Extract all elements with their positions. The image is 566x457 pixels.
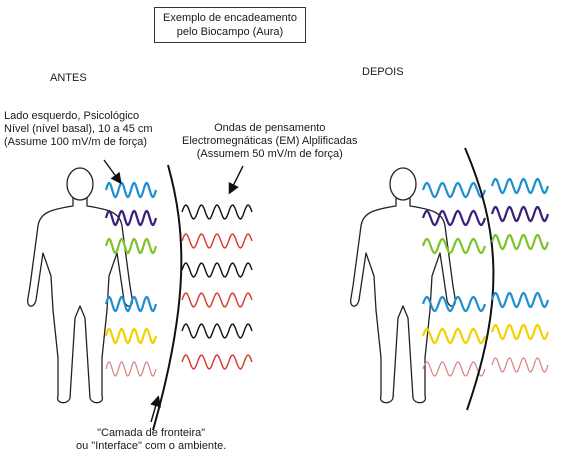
before-inner-wave-4: [104, 295, 158, 313]
before-inner-wave-6: [105, 361, 157, 377]
before-outer-wave-6: [181, 354, 253, 370]
before-outer-wave-4: [181, 292, 253, 308]
waves-note: Ondas de pensamento Electromegnáticas (E…: [182, 122, 357, 161]
after-inner-wave-5: [421, 327, 487, 345]
waves-note-line-2: Electromegnáticas (EM) Alplificadas: [182, 135, 358, 147]
title-line-2: pelo Biocampo (Aura): [176, 26, 284, 38]
after-outer-wave-2: [490, 205, 550, 223]
after-inner-wave-4: [421, 295, 487, 313]
left-note-arrow: [103, 159, 122, 185]
before-inner-wave-2: [104, 209, 158, 227]
after-outer-wave-5: [490, 323, 550, 341]
before-inner-wave-5: [104, 327, 158, 345]
before-inner-wave-3: [104, 237, 158, 255]
before-human-figure-torso-outline: [27, 198, 133, 404]
boundary-note-line-1: "Camada de fronteira": [97, 427, 206, 439]
left-side-note: Lado esquerdo, Psicológico Nível (nível …: [4, 110, 153, 149]
title-line-1: Exemplo de encadeamento: [163, 12, 297, 24]
before-human-figure-head: [66, 167, 94, 201]
diagram-title: Exemplo de encadeamento pelo Biocampo (A…: [154, 7, 306, 43]
boundary-note-arrow: [150, 395, 162, 423]
boundary-note-line-2: ou "Interface" com o ambiente.: [76, 440, 227, 452]
waves-note-line-1: Ondas de pensamento: [214, 122, 326, 134]
after-boundary-line: [464, 147, 495, 411]
before-outer-wave-5: [181, 323, 253, 339]
after-outer-wave-1: [490, 177, 550, 195]
after-human-figure-torso-outline: [350, 198, 456, 404]
after-inner-wave-1: [421, 181, 487, 199]
left-note-line-1: Lado esquerdo, Psicológico: [4, 110, 140, 122]
before-label: ANTES: [50, 72, 87, 84]
after-inner-wave-6: [422, 361, 486, 377]
boundary-note: "Camada de fronteira" ou "Interface" com…: [76, 427, 226, 453]
after-outer-wave-3: [490, 233, 550, 251]
waves-note-line-3: (Assumem 50 mV/m de força): [196, 148, 343, 160]
before-boundary-line: [152, 164, 183, 431]
left-note-line-2: Nível (nível basal), 10 a 45 cm: [4, 123, 153, 135]
before-inner-wave-1: [104, 181, 158, 199]
after-human-figure-head: [389, 167, 417, 201]
before-outer-wave-2: [181, 233, 253, 249]
after-label: DEPOIS: [362, 66, 404, 78]
after-inner-wave-3: [421, 237, 487, 255]
before-outer-wave-1: [181, 204, 253, 220]
after-outer-wave-6: [491, 357, 549, 373]
left-note-line-3: (Assume 100 mV/m de força): [4, 136, 148, 148]
after-inner-wave-2: [421, 209, 487, 227]
waves-note-arrow: [228, 165, 244, 195]
after-outer-wave-4: [490, 291, 550, 309]
before-outer-wave-3: [181, 262, 253, 278]
